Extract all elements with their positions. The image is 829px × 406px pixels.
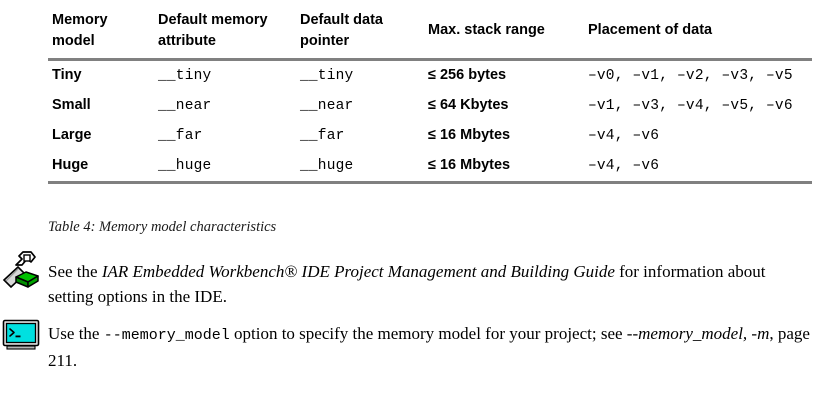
table-body: Tiny __tiny __tiny ≤ 256 bytes –v0, –v1,… <box>48 60 812 183</box>
column-header-line-1: Default memory <box>158 12 268 28</box>
memory-model-table: Memory model Default memory attribute De… <box>48 10 812 184</box>
cell-max-stack-range: ≤ 256 bytes <box>428 67 507 83</box>
table-row: Tiny __tiny __tiny ≤ 256 bytes –v0, –v1,… <box>48 60 812 92</box>
cell-placement-of-data: –v4, –v6 <box>588 128 660 144</box>
cell-max-stack-range: ≤ 16 Mbytes <box>428 127 511 143</box>
cell-default-data-pointer: __far <box>300 128 345 144</box>
column-header-max-stack-range: Max. stack range <box>428 21 545 38</box>
note-command-option: Use the --memory_model option to specify… <box>48 321 814 373</box>
table-row: Large __far __far ≤ 16 Mbytes –v4, –v6 <box>48 121 812 151</box>
memory-model-table-block: Memory model Default memory attribute De… <box>48 10 812 184</box>
wrench-book-icon <box>2 250 42 290</box>
note-segment-guide-title: IAR Embedded Workbench® IDE Project Mana… <box>101 262 615 281</box>
note-segment-text: Use the <box>48 324 104 343</box>
cell-default-data-pointer: __huge <box>300 158 354 174</box>
column-header-line-2: model <box>52 33 95 49</box>
column-header-line-2: attribute <box>158 33 216 49</box>
cell-placement-of-data: –v4, –v6 <box>588 158 660 174</box>
note-segment-text: for information about setting options in… <box>48 262 766 306</box>
column-header-default-memory-attribute: Default memory attribute <box>154 10 296 60</box>
note-guide-reference: See the IAR Embedded Workbench® IDE Proj… <box>48 259 814 309</box>
cell-default-memory-attribute: __huge <box>158 158 212 174</box>
column-header-memory-model: Memory model <box>48 10 154 60</box>
note-segment-text: See the <box>48 262 102 281</box>
column-header-placement-of-data: Placement of data <box>588 21 713 38</box>
table-header-row: Memory model Default memory attribute De… <box>48 10 812 60</box>
cell-default-data-pointer: __tiny <box>300 68 354 84</box>
note-segment-page-reference: , page 211. <box>48 324 810 370</box>
cell-max-stack-range: ≤ 64 Kbytes <box>428 97 509 113</box>
cell-placement-of-data: –v0, –v1, –v2, –v3, –v5 <box>588 68 793 84</box>
cell-default-data-pointer: __near <box>300 98 354 114</box>
column-header-default-data-pointer: Default data pointer <box>296 10 424 60</box>
column-header-line-2: pointer <box>300 33 350 49</box>
note-segment-option-name: --memory_model <box>103 327 230 344</box>
note-segment-cross-reference: --memory_model, -m <box>626 324 770 343</box>
column-header-line-1: Default data <box>300 12 383 28</box>
cell-memory-model: Tiny <box>52 67 82 83</box>
table-caption: Table 4: Memory model characteristics <box>48 219 277 235</box>
cell-memory-model: Small <box>52 97 91 113</box>
cell-default-memory-attribute: __near <box>158 98 212 114</box>
cell-default-memory-attribute: __far <box>158 128 203 144</box>
note-segment-text: option to specify the memory model for y… <box>229 324 627 343</box>
table-header: Memory model Default memory attribute De… <box>48 10 812 60</box>
cell-default-memory-attribute: __tiny <box>158 68 212 84</box>
note-guide-text: See the IAR Embedded Workbench® IDE Proj… <box>48 259 814 309</box>
table-row: Small __near __near ≤ 64 Kbytes –v1, –v3… <box>48 91 812 121</box>
cell-memory-model: Large <box>52 127 92 143</box>
column-header-line-1: Memory <box>52 12 108 28</box>
command-prompt-icon <box>2 318 42 358</box>
table-row: Huge __huge __huge ≤ 16 Mbytes –v4, –v6 <box>48 151 812 183</box>
cell-max-stack-range: ≤ 16 Mbytes <box>428 157 511 173</box>
cell-placement-of-data: –v1, –v3, –v4, –v5, –v6 <box>588 98 793 114</box>
note-option-text: Use the --memory_model option to specify… <box>48 321 814 373</box>
cell-memory-model: Huge <box>52 157 89 173</box>
